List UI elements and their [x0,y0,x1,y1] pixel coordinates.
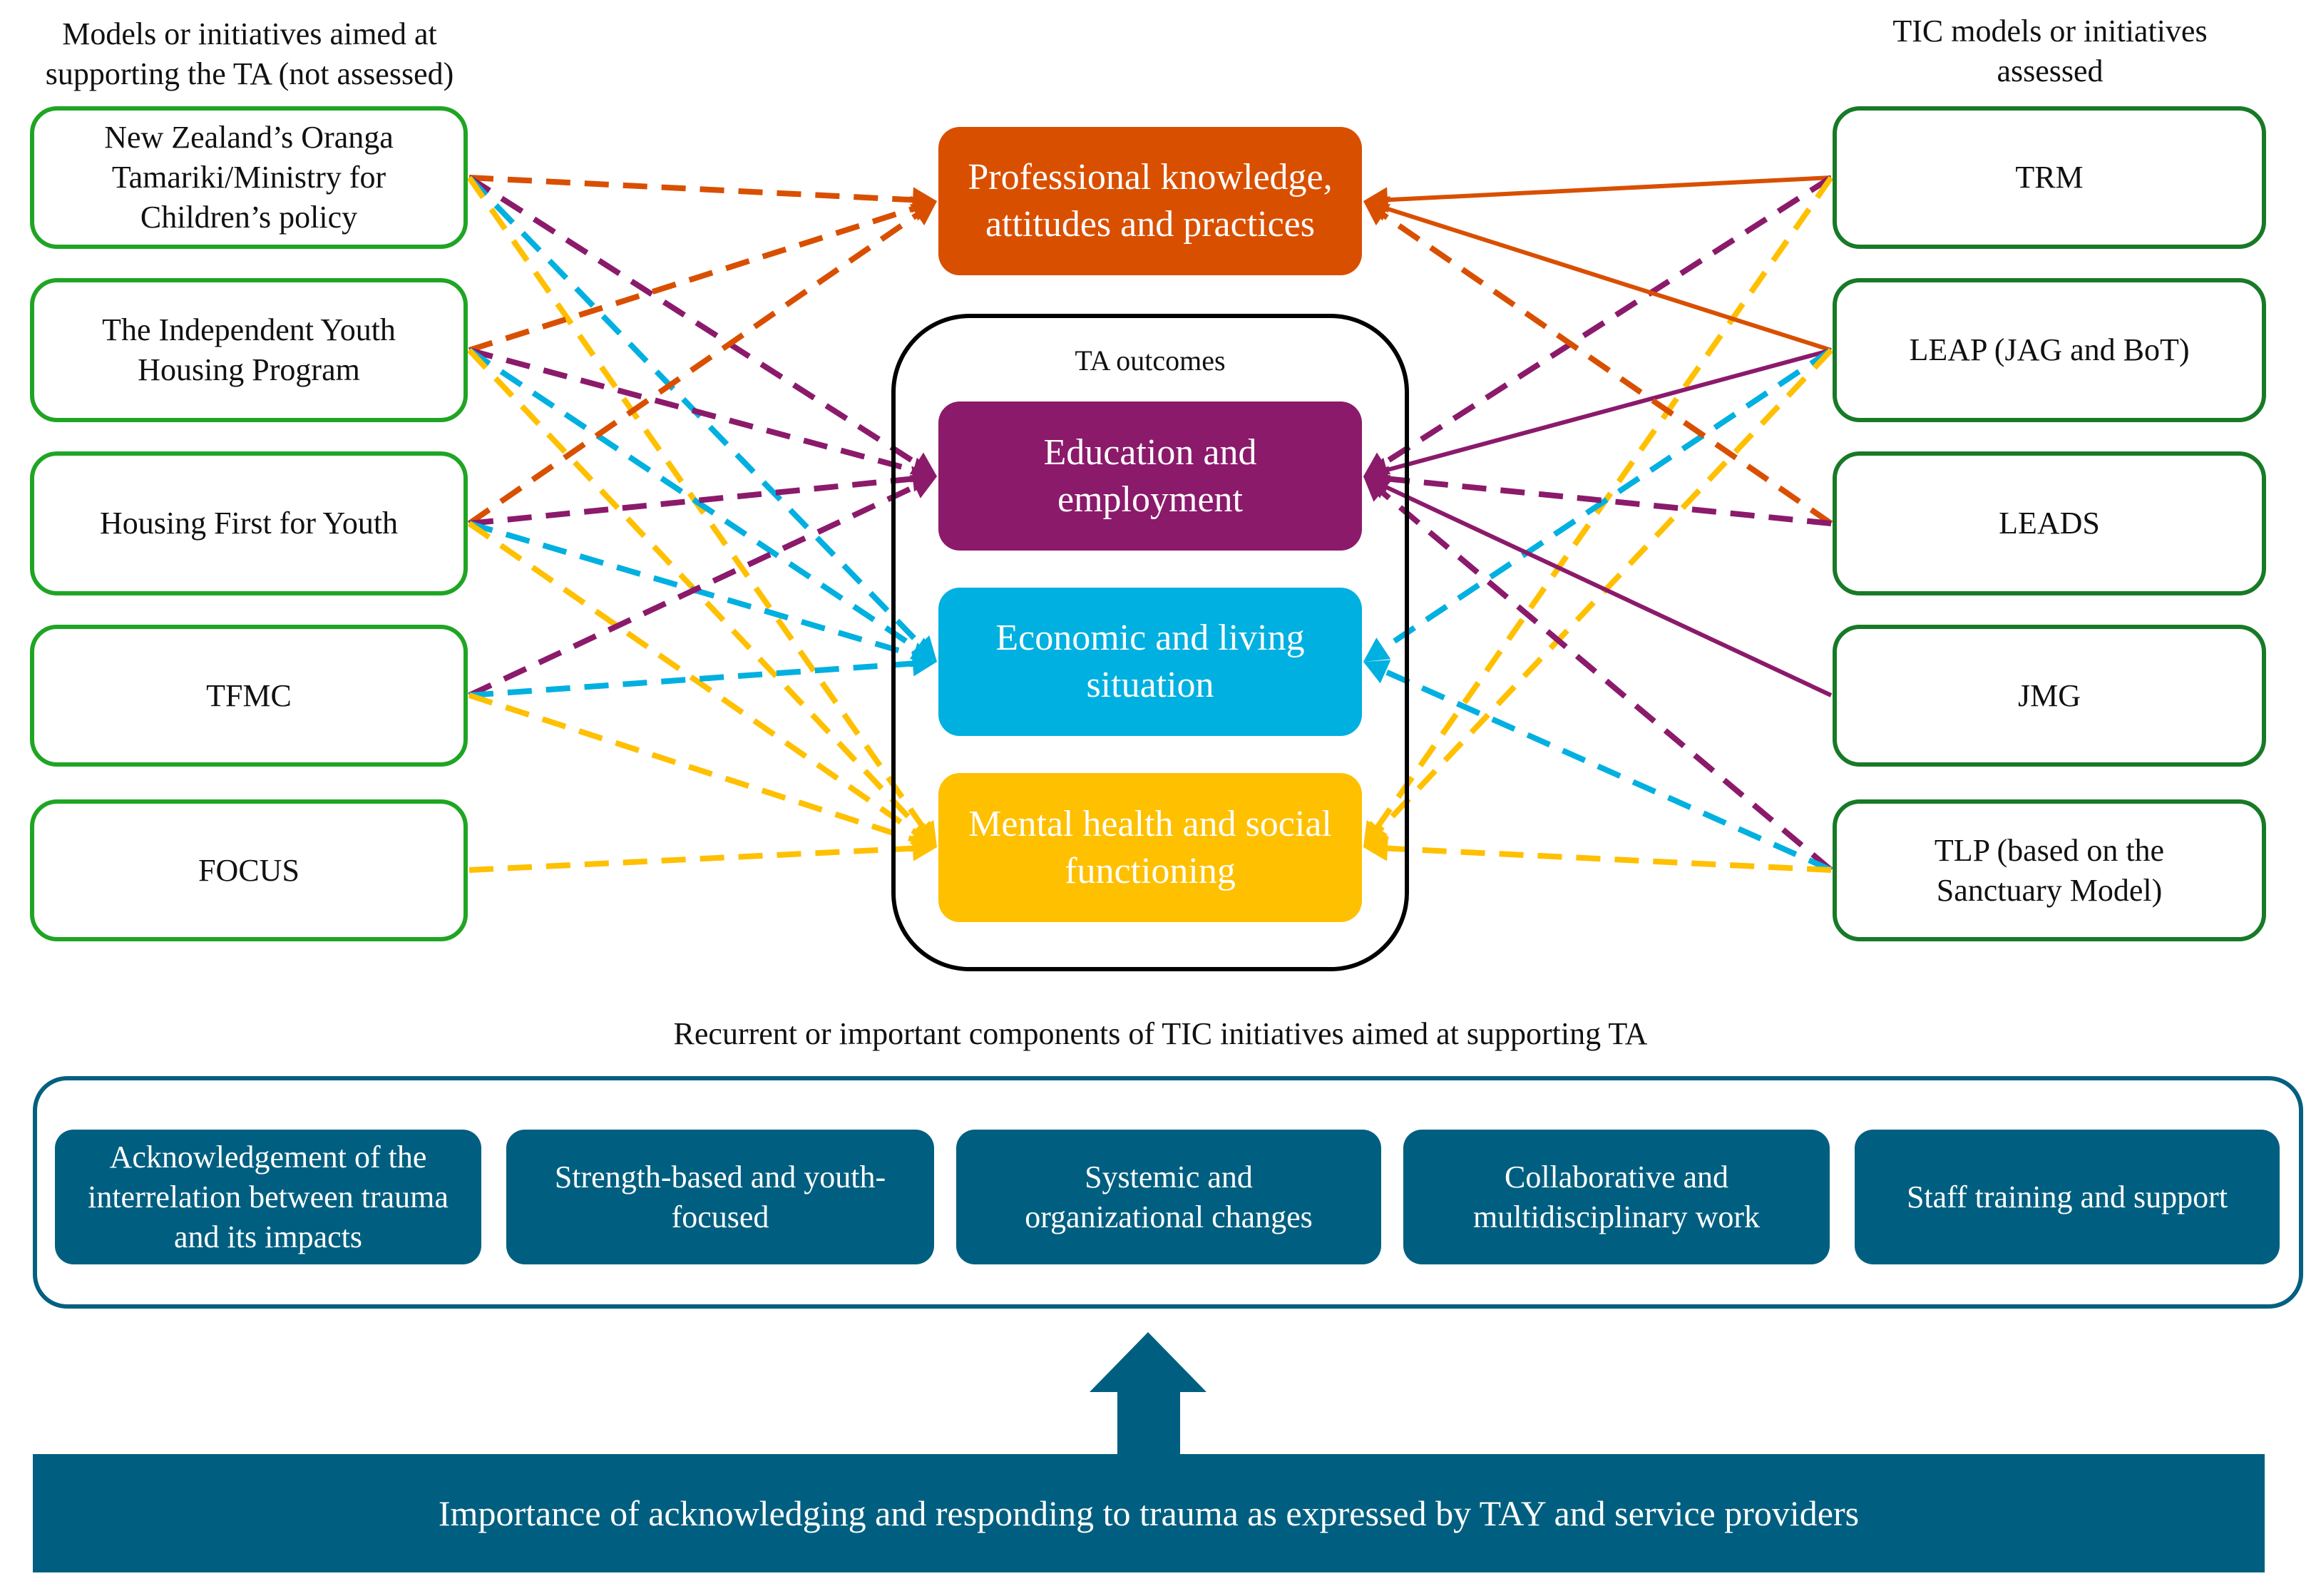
right-node-label: TRM [2015,160,2084,195]
connector-leads-to-professional [1381,212,1833,526]
outcome-label: Economic and living situation [995,618,1305,705]
left-node-tfmc: TFMC [30,625,468,767]
component-label: Strength-based and youth-focused [554,1159,886,1234]
component-strength-based: Strength-based and youth-focused [506,1130,934,1264]
arrowhead-icon [1363,638,1391,662]
arrowhead-icon [912,835,937,861]
connector-hfy-to-professional [467,212,919,526]
connector-tlp-to-mental [1387,845,1832,873]
connector-leap-to-education [1386,348,1832,473]
connector-tfmc-to-economic [468,660,913,698]
connector-leap-to-professional [1385,206,1832,352]
connector-hfy-to-education [468,476,913,526]
connector-nz-to-education [467,175,918,466]
outcome-economic: Economic and living situation [938,588,1362,736]
left-column-title-line1: Models or initiatives aimed at [62,16,437,51]
up-arrow-icon [1090,1332,1206,1458]
arrowhead-icon [909,201,937,226]
connector-trm-to-professional [1387,175,1832,203]
connector-leap-to-economic [1382,347,1833,651]
connector-iyhp-to-economic [467,347,918,651]
right-node-trm: TRM [1833,106,2266,249]
connector-jmg-to-education [1384,484,1833,697]
connector-hfy-to-mental [467,521,919,836]
connector-tfmc-to-education [468,484,916,698]
foundation-label: Importance of acknowledging and respondi… [438,1493,1860,1533]
component-label: Systemic and organizational changes [1025,1159,1313,1234]
connector-trm-to-education [1382,175,1833,466]
connector-iyhp-to-professional [468,205,915,353]
right-node-label: LEAP (JAG and BoT) [1909,332,2190,367]
outcome-label: Education and employment [1043,431,1257,520]
right-node-label: LEADS [1999,506,2100,541]
foundation-banner: Importance of acknowledging and respondi… [33,1454,2265,1572]
connector-tlp-to-education [1380,489,1833,873]
left-column-title-line2: supporting the TA (not assessed) [45,56,454,91]
arrowhead-icon [1363,820,1390,847]
connector-nz-to-professional [468,175,913,203]
left-node-label: Housing First for Youth [99,506,399,541]
right-column-title-line1: TIC models or initiatives [1892,14,2208,48]
right-node-tlp: TLP (based on the Sanctuary Model) [1833,799,2266,941]
left-node-hfy: Housing First for Youth [30,451,468,595]
outcome-mental: Mental health and social functioning [938,773,1362,922]
left-node-nz: New Zealand’s Oranga Tamariki/Ministry f… [30,106,468,249]
right-node-leap: LEAP (JAG and BoT) [1833,278,2266,422]
right-column-title: TIC models or initiatives assessed [1800,11,2300,91]
arrowhead-icon [1363,660,1391,684]
component-collaborative-work: Collaborative and multidisciplinary work [1403,1130,1830,1264]
left-node-iyhp: The Independent Youth Housing Program [30,278,468,422]
component-trauma-interrelation: Acknowledgement of the interrelation bet… [55,1130,481,1264]
left-node-label: The Independent Youth Housing Program [102,312,396,387]
right-node-leads: LEADS [1833,451,2266,595]
outcome-professional: Professional knowledge, attitudes and pr… [938,127,1362,275]
ta-outcomes-label: TA outcomes [1075,344,1226,377]
right-node-jmg: JMG [1833,625,2266,767]
component-staff-training: Staff training and support [1855,1130,2280,1264]
ta-outcomes-container [891,314,1409,971]
right-column-title-line2: assessed [1997,53,2104,88]
arrowhead-icon [1363,835,1388,861]
arrowhead-icon [911,650,937,677]
component-label: Staff training and support [1906,1179,2228,1214]
connector-focus-to-mental [468,845,913,873]
arrowhead-icon [909,475,937,498]
arrowhead-icon [1363,201,1391,226]
components-container [33,1076,2303,1309]
component-label: Collaborative and multidisciplinary work [1472,1159,1761,1234]
left-node-label: FOCUS [198,852,299,888]
right-node-label: TLP (based on the Sanctuary Model) [1934,832,2165,908]
left-node-label: New Zealand’s Oranga Tamariki/Ministry f… [104,120,394,235]
left-node-label: TFMC [206,677,292,713]
component-label: Acknowledgement of the interrelation bet… [88,1139,449,1254]
left-node-focus: FOCUS [30,799,468,941]
right-node-label: JMG [2017,677,2081,713]
component-systemic-changes: Systemic and organizational changes [956,1130,1381,1264]
outcome-label: Professional knowledge, attitudes and pr… [968,157,1333,245]
outcome-label: Mental health and social functioning [968,803,1332,891]
arrowhead-icon [1363,476,1390,502]
components-title: Recurrent or important components of TIC… [673,1016,1648,1051]
outcome-education: Education and employment [938,401,1362,551]
connector-tfmc-to-mental [468,692,915,843]
left-column-title: Models or initiatives aimed at supportin… [0,14,499,94]
connector-tlp-to-economic [1384,669,1833,873]
